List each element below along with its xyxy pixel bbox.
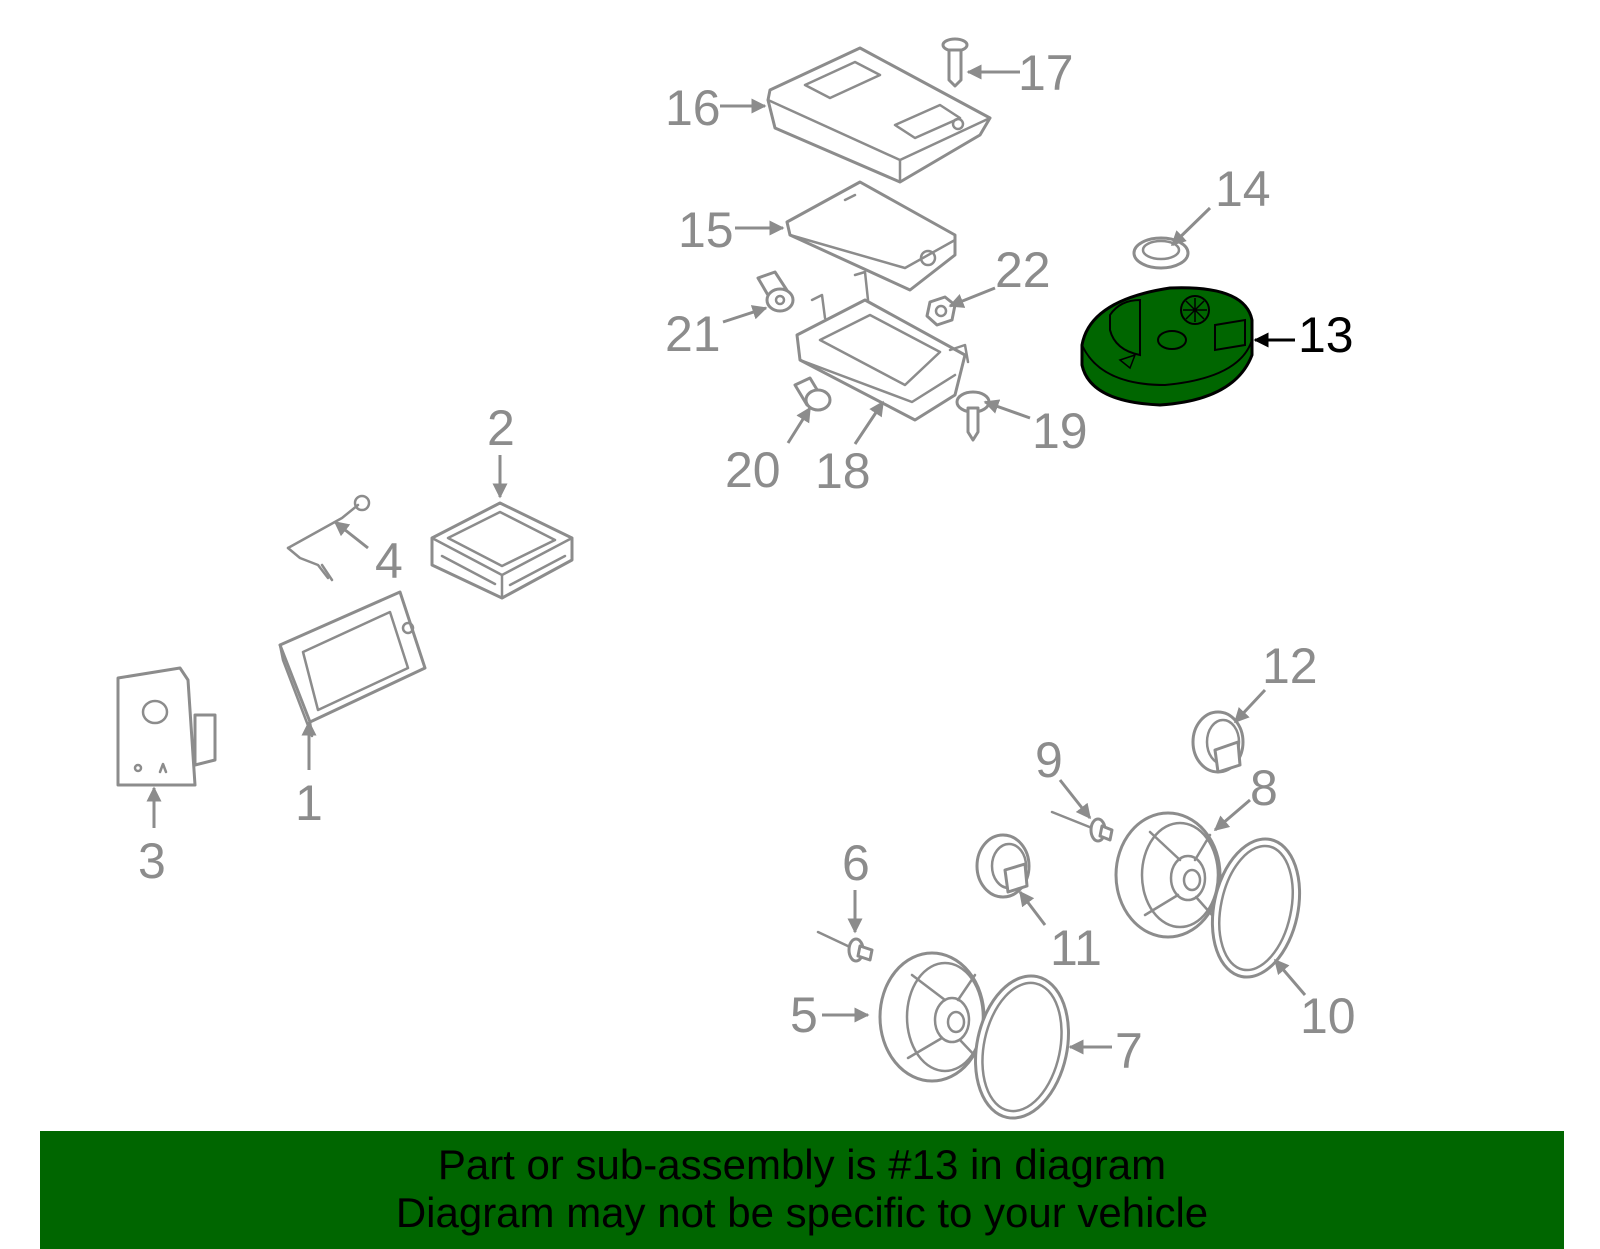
banner-line-2: Diagram may not be specific to your vehi… [395,1189,1209,1236]
part-10-gasket[interactable] [1200,831,1311,985]
callout-20: 20 [725,442,781,498]
part-9-rivet[interactable] [1050,810,1114,843]
leader-arrows [146,64,1307,1055]
arrow-8 [1213,798,1251,832]
part-18-tray[interactable] [795,270,970,422]
callout-2: 2 [487,400,515,456]
callout-18: 18 [815,443,871,499]
part-7-gasket[interactable] [963,967,1081,1127]
arrow-22 [948,286,996,308]
part-17-clip[interactable] [941,37,969,88]
callout-11: 11 [1050,920,1102,976]
part-15-bracket[interactable] [785,180,957,292]
callout-1: 1 [295,775,323,831]
callout-8: 8 [1250,760,1278,816]
part-21-plug[interactable] [756,270,795,313]
banner-line-1: Part or sub-assembly is #13 in diagram [437,1141,1167,1188]
arrow-9 [1058,779,1092,820]
callout-16: 16 [665,80,721,136]
part-1-display[interactable] [278,590,427,738]
arrow-19 [983,399,1031,420]
arrow-14 [1170,206,1212,247]
part-2-module[interactable] [430,501,574,600]
arrow-20 [786,406,812,444]
callout-5: 5 [790,987,818,1043]
part-13-highlighted[interactable] [1080,286,1254,407]
part-6-rivet[interactable] [816,930,874,963]
callout-17: 17 [1018,45,1074,101]
part-8-speaker[interactable] [1114,811,1222,939]
callout-9: 9 [1035,732,1063,788]
part-12-tweeter[interactable] [1191,710,1245,774]
arrow-18 [853,400,885,445]
callout-21: 21 [665,306,721,362]
callout-numbers: 16 17 15 14 13 22 21 19 20 18 2 4 1 3 12… [138,45,1356,1079]
callout-19: 19 [1032,403,1088,459]
arrow-4 [333,520,369,550]
part-20-bolt[interactable] [793,376,832,412]
callout-7: 7 [1115,1023,1143,1079]
info-banner: Part or sub-assembly is #13 in diagram D… [40,1131,1564,1249]
arrow-10 [1273,958,1307,996]
part-5-speaker[interactable] [878,951,986,1083]
callout-22: 22 [995,242,1051,298]
part-14-seal-ring[interactable] [1132,236,1190,270]
part-11-tweeter[interactable] [975,833,1031,899]
part-19-screw[interactable] [955,390,991,442]
part-3-bracket[interactable] [116,666,217,787]
callout-3: 3 [138,833,166,889]
callout-12: 12 [1262,638,1318,694]
arrow-21 [722,305,768,324]
callout-15: 15 [678,202,734,258]
callout-6: 6 [842,835,870,891]
callout-10: 10 [1300,988,1356,1044]
callout-4: 4 [375,533,403,589]
arrow-11 [1018,890,1047,926]
arrow-12 [1233,688,1267,724]
callout-14: 14 [1215,161,1271,217]
callout-13: 13 [1298,307,1354,363]
part-4-cable[interactable] [286,494,371,582]
part-22-nut[interactable] [925,295,957,327]
part-16-cover[interactable] [766,46,992,184]
